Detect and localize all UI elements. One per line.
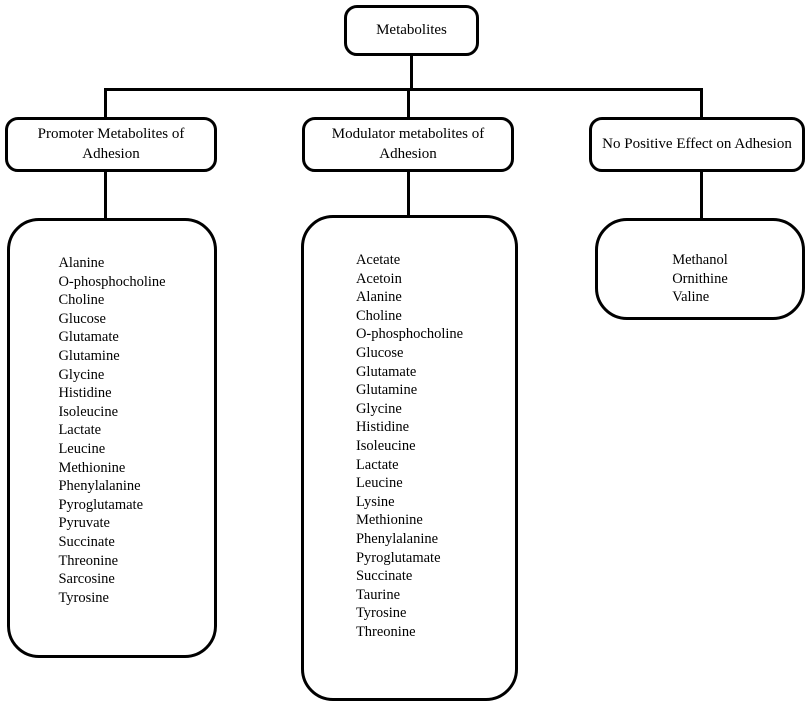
list-item: Alanine	[355, 289, 402, 306]
metabolite-list-no-positive-effect: Methanol Ornithine Valine	[672, 251, 728, 307]
header-node-no-positive-effect: No Positive Effect on Adhesion	[589, 117, 805, 172]
list-item: Glycine	[58, 366, 105, 383]
list-item: Pyroglutamate	[355, 549, 441, 566]
list-item: Lactate	[58, 422, 102, 439]
connector-drop-branch-2	[407, 88, 410, 117]
list-item: Glutamine	[355, 382, 418, 399]
metabolite-list-promoter: Alanine O-phosphocholine Choline Glucose…	[58, 254, 165, 607]
connector-root-stem	[410, 56, 413, 89]
list-item: O-phosphocholine	[355, 326, 464, 343]
header-line-2: Adhesion	[82, 145, 140, 162]
header-line-1: Modulator metabolites of	[331, 126, 485, 142]
header-node-promoter-label: Promoter Metabolites of Adhesion	[30, 125, 193, 164]
list-item: Pyruvate	[58, 515, 110, 532]
list-item: Phenylalanine	[58, 478, 141, 495]
list-item: Choline	[58, 292, 105, 309]
header-node-promoter-metabolites: Promoter Metabolites of Adhesion	[5, 117, 217, 172]
list-item: Methionine	[355, 512, 423, 529]
list-item: Acetate	[355, 252, 401, 268]
list-box-modulator-metabolites: Acetate Acetoin Alanine Choline O-phosph…	[301, 215, 518, 701]
list-box-promoter-metabolites: Alanine O-phosphocholine Choline Glucose…	[7, 218, 217, 658]
list-item: O-phosphocholine	[58, 273, 166, 290]
connector-bus-horizontal	[104, 88, 703, 91]
header-line-1: Promoter Metabolites of	[37, 126, 185, 142]
connector-drop-branch-3	[700, 88, 703, 117]
header-line-1: No Positive Effect on Adhesion	[602, 135, 792, 152]
list-item: Methionine	[58, 459, 126, 476]
list-box-no-positive-effect: Methanol Ornithine Valine	[595, 218, 805, 320]
list-item: Threonine	[58, 552, 119, 569]
list-item: Glutamine	[58, 347, 120, 364]
connector-drop-branch-1	[104, 88, 107, 117]
header-node-modulator-metabolites: Modulator metabolites of Adhesion	[302, 117, 514, 172]
header-node-no-positive-effect-label: No Positive Effect on Adhesion	[594, 135, 800, 155]
list-item: Lactate	[355, 456, 399, 473]
list-item: Histidine	[58, 385, 112, 402]
list-item: Histidine	[355, 419, 410, 436]
list-item: Leucine	[58, 440, 106, 457]
root-node-metabolites: Metabolites	[344, 5, 479, 56]
list-item: Glycine	[355, 400, 402, 417]
list-item: Isoleucine	[355, 437, 416, 454]
list-item: Leucine	[355, 475, 403, 492]
list-item: Acetoin	[355, 270, 402, 287]
list-item: Ornithine	[672, 270, 728, 287]
list-item: Tyrosine	[58, 589, 109, 606]
connector-header-to-list-1	[104, 172, 107, 220]
list-item: Valine	[672, 289, 710, 306]
list-item: Succinate	[355, 568, 413, 585]
list-item: Methanol	[672, 252, 728, 268]
header-line-2: Adhesion	[379, 145, 437, 162]
connector-header-to-list-3	[700, 172, 703, 220]
header-node-modulator-label: Modulator metabolites of Adhesion	[324, 125, 492, 164]
list-item: Sarcosine	[58, 571, 115, 588]
list-item: Glucose	[58, 310, 106, 327]
list-item: Alanine	[58, 255, 105, 271]
list-item: Taurine	[355, 586, 401, 603]
list-item: Succinate	[58, 533, 115, 550]
list-item: Pyroglutamate	[58, 496, 144, 513]
list-item: Glutamate	[58, 329, 119, 346]
metabolite-list-modulator: Acetate Acetoin Alanine Choline O-phosph…	[356, 251, 463, 641]
list-item: Choline	[355, 307, 402, 324]
list-item: Glutamate	[355, 363, 417, 380]
list-item: Threonine	[355, 623, 416, 640]
list-item: Isoleucine	[58, 403, 119, 420]
list-item: Tyrosine	[355, 605, 407, 622]
root-node-label: Metabolites	[376, 22, 447, 39]
connector-header-to-list-2	[407, 172, 410, 217]
list-item: Lysine	[355, 493, 395, 510]
list-item: Glucose	[355, 344, 404, 361]
list-item: Phenylalanine	[355, 530, 439, 547]
